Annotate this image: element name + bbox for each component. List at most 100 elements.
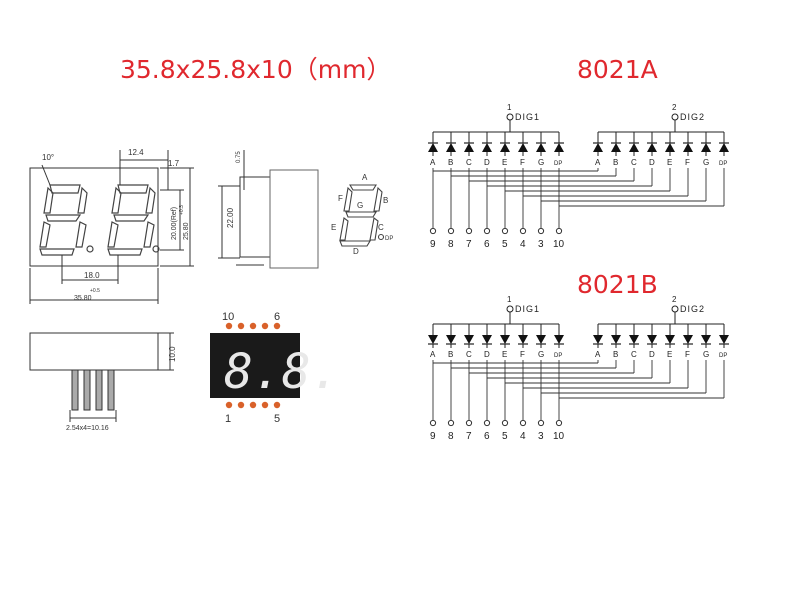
front-view-drawing xyxy=(29,150,194,304)
dim-tol-total: +0.5 xyxy=(90,288,100,294)
sch-b-led-diode xyxy=(719,335,729,344)
angle-label: 10° xyxy=(42,153,54,162)
dim-label-18: 18.0 xyxy=(84,271,100,280)
side-view-drawing xyxy=(218,150,319,269)
sch-a-led-diode xyxy=(464,143,474,152)
sch-a-pin-number: 8 xyxy=(448,239,454,250)
sch-a-led-diode xyxy=(428,143,438,152)
model-title-8021b: 8021B xyxy=(577,270,658,299)
sch-b-seg-label: DP xyxy=(554,353,562,359)
sch-a-led-diode xyxy=(683,143,693,152)
svg-text:G: G xyxy=(357,201,363,210)
model-title-8021a: 8021A xyxy=(577,55,658,84)
display-pins-bottom xyxy=(225,401,281,409)
sch-a-pin-terminal xyxy=(519,227,527,235)
svg-text:B: B xyxy=(383,196,388,205)
sch-a-led-diode xyxy=(701,143,711,152)
sch-a-pin-number: 4 xyxy=(520,239,526,250)
sch-a-led-diode xyxy=(500,143,510,152)
sch-a-seg-label: E xyxy=(502,158,507,167)
sch-b-pin-terminal xyxy=(555,419,563,427)
sch-b-led-diode xyxy=(683,335,693,344)
sch-a-led-diode xyxy=(647,143,657,152)
sch-b-pin-terminal xyxy=(447,419,455,427)
sch-a-pin-terminal xyxy=(555,227,563,235)
sch-b-led-diode xyxy=(554,335,564,344)
svg-text:D: D xyxy=(353,247,359,256)
sch-a-pin-terminal xyxy=(429,227,437,235)
front-digit-2 xyxy=(107,184,160,256)
sch-a-common-terminal-1 xyxy=(506,113,514,121)
sch-b-pin-terminal xyxy=(537,419,545,427)
package-dimensions-title: 35.8x25.8x10（mm） xyxy=(120,55,392,84)
sch-a-pin-number: 6 xyxy=(484,239,490,250)
sch-b-pin-terminal xyxy=(519,419,527,427)
sch-b-pin-terminal xyxy=(465,419,473,427)
sch-a-seg-label: B xyxy=(448,158,453,167)
sch-b-seg-label: G xyxy=(703,350,709,359)
sch-a-pin-terminal xyxy=(501,227,509,235)
sch-a-pin-terminal xyxy=(447,227,455,235)
sch-a-seg-label: D xyxy=(649,158,655,167)
sch-b-seg-label: A xyxy=(595,350,601,359)
display-body xyxy=(210,333,300,398)
front-digit-1 xyxy=(39,184,94,256)
sch-b-pin-number: 8 xyxy=(448,431,454,442)
sch-b-pin-number: 6 xyxy=(484,431,490,442)
sch-b-seg-label: A xyxy=(430,350,436,359)
pin-label-10: 10 xyxy=(222,311,234,323)
sch-a-led-diode xyxy=(518,143,528,152)
svg-text:DP: DP xyxy=(385,236,393,242)
sch-b-seg-label: G xyxy=(538,350,544,359)
display-photo: 8.8. xyxy=(210,322,340,409)
sch-a-led-diode xyxy=(593,143,603,152)
display-pins-top xyxy=(225,322,281,330)
sch-a-pin-number: 5 xyxy=(502,239,508,250)
sch-a-common-terminal-2 xyxy=(671,113,679,121)
sch-a-pin-number: 7 xyxy=(466,239,472,250)
sch-b-seg-label: B xyxy=(613,350,618,359)
sch-a-led-diode xyxy=(446,143,456,152)
sch-a-dig-label-1: DIG1 xyxy=(515,112,540,122)
pin-label-6: 6 xyxy=(274,311,280,323)
sch-a-pin-terminal xyxy=(537,227,545,235)
sch-a-pin-terminal xyxy=(465,227,473,235)
dim-label-25-8: 25.80 xyxy=(183,222,190,240)
pin-pitch-label: 2.54x4=10.16 xyxy=(66,425,109,432)
segment-map xyxy=(339,184,385,247)
sch-a-seg-label: C xyxy=(466,158,472,167)
pin-label-1: 1 xyxy=(225,413,231,425)
sch-b-led-diode xyxy=(593,335,603,344)
sch-b-seg-label: DP xyxy=(719,353,727,359)
sch-a-digit-number-1: 1 xyxy=(507,103,512,112)
svg-text:C: C xyxy=(378,223,384,232)
sch-b-led-diode xyxy=(500,335,510,344)
sch-a-seg-label: DP xyxy=(719,161,727,167)
sch-a-seg-label: A xyxy=(595,158,601,167)
sch-a-led-diode xyxy=(536,143,546,152)
sch-b-pin-number: 7 xyxy=(466,431,472,442)
svg-text:F: F xyxy=(338,194,343,203)
sch-b-led-diode xyxy=(665,335,675,344)
sch-b-seg-label: D xyxy=(484,350,490,359)
sch-a-led-diode xyxy=(554,143,564,152)
sch-b-led-diode xyxy=(629,335,639,344)
sch-b-pin-terminal xyxy=(501,419,509,427)
display-digits: 8.8. xyxy=(224,344,340,400)
sch-b-common-terminal-1 xyxy=(506,305,514,313)
sch-b-common-terminal-2 xyxy=(671,305,679,313)
sch-b-led-diode xyxy=(428,335,438,344)
sch-b-digit-number-1: 1 xyxy=(507,295,512,304)
sch-a-seg-label: F xyxy=(685,158,690,167)
pin-label-5: 5 xyxy=(274,413,280,425)
segment-map-labels: A B C D E F G DP xyxy=(331,173,393,256)
sch-b-pin-terminal xyxy=(483,419,491,427)
sch-a-dig-label-2: DIG2 xyxy=(680,112,705,122)
sch-b-seg-label: C xyxy=(631,350,637,359)
bottom-view-drawing xyxy=(29,332,174,422)
sch-b-dig-label-2: DIG2 xyxy=(680,304,705,314)
sch-a-seg-label: DP xyxy=(554,161,562,167)
dim-label-35-8: 35.80 xyxy=(74,295,92,302)
